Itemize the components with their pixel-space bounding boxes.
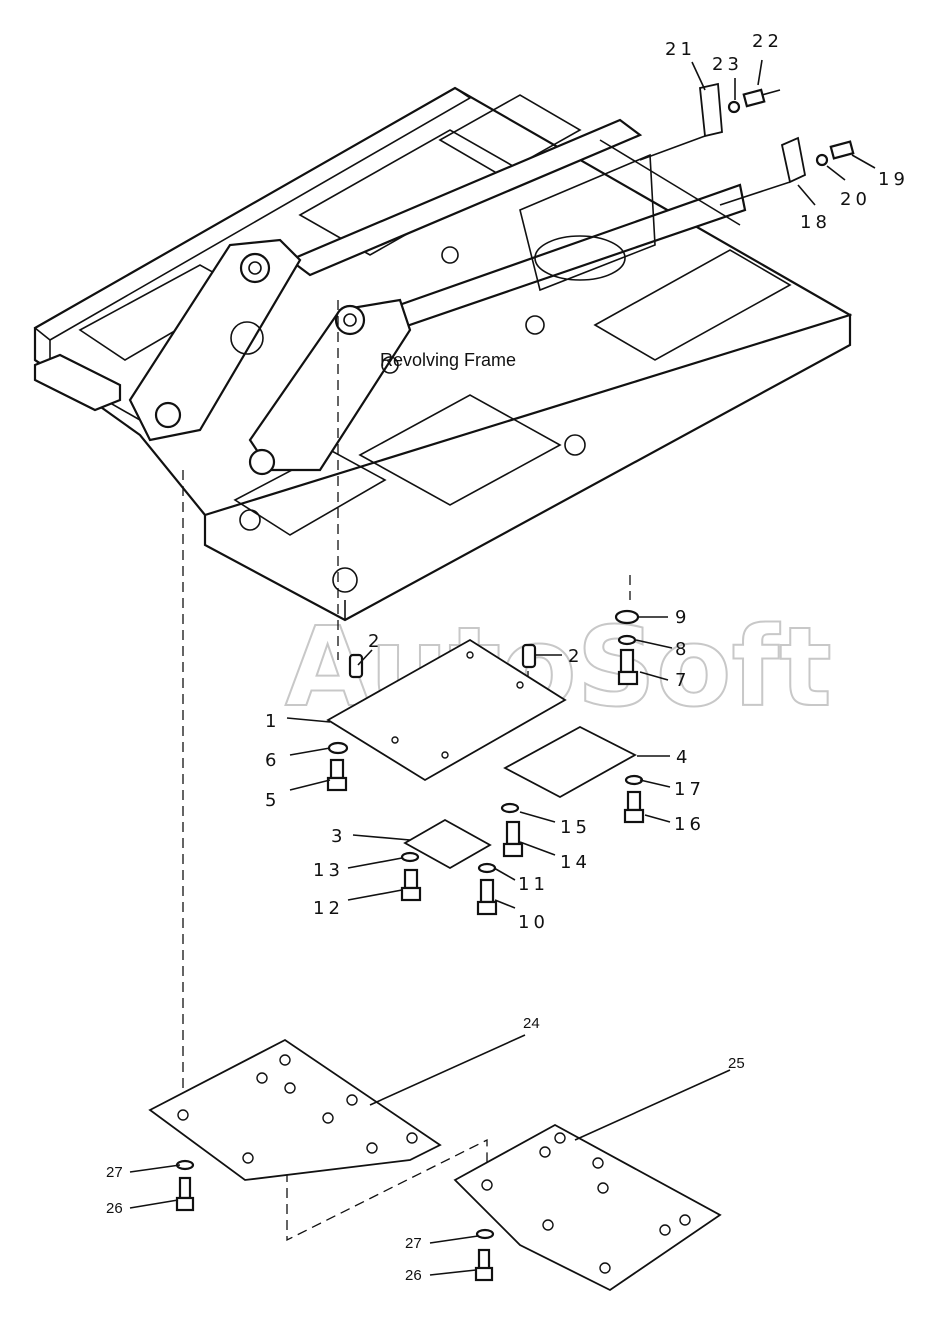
revolving-frame [33,86,853,622]
washer-6 [327,741,349,755]
label-6: 6 [265,750,280,771]
label-18: 18 [800,212,831,233]
label-13: 13 [313,860,344,881]
washer-15 [500,802,520,814]
label-14: 14 [560,852,591,873]
frame-caption: Revolving Frame [380,350,516,370]
bolt-16 [626,790,642,812]
washer-13 [400,851,420,863]
lower-covers [148,1038,722,1292]
label-19: 19 [878,169,909,190]
part-labels: 1 2 2 3 4 5 6 7 8 9 10 11 12 13 14 15 16… [106,31,909,1284]
washer-11 [477,862,497,874]
label-4: 4 [676,747,691,768]
bolt-5 [329,758,345,780]
label-24: 24 [523,1015,540,1032]
label-2a: 2 [368,631,383,652]
cover-24 [148,1038,442,1181]
label-1: 1 [265,711,280,732]
label-11: 11 [518,874,549,895]
label-16: 16 [674,814,705,835]
label-5: 5 [265,790,280,811]
label-27a: 27 [106,1164,123,1181]
label-9: 9 [675,607,690,628]
label-leaders [129,59,876,1276]
label-23: 23 [712,54,743,75]
washer-8 [617,634,637,646]
bolt-14 [505,820,521,846]
label-20: 20 [840,189,871,210]
bolt-12 [403,868,419,890]
under-covers [326,609,645,916]
label-8: 8 [675,639,690,660]
label-2b: 2 [568,646,583,667]
cover-25 [453,1123,722,1292]
bolt-7 [619,648,635,674]
label-25: 25 [728,1055,745,1072]
label-12: 12 [313,898,344,919]
label-27b: 27 [405,1235,422,1252]
label-26b: 26 [405,1267,422,1284]
top-bracket-assembly [639,82,855,206]
label-21: 21 [665,39,696,60]
label-22: 22 [752,31,783,52]
label-15: 15 [560,817,591,838]
label-10: 10 [518,912,549,933]
bolt-10 [479,878,495,904]
label-3: 3 [331,826,346,847]
label-26a: 26 [106,1200,123,1217]
washer-9 [614,609,640,625]
label-17: 17 [674,779,705,800]
washer-17 [624,774,644,786]
label-7: 7 [675,670,690,691]
